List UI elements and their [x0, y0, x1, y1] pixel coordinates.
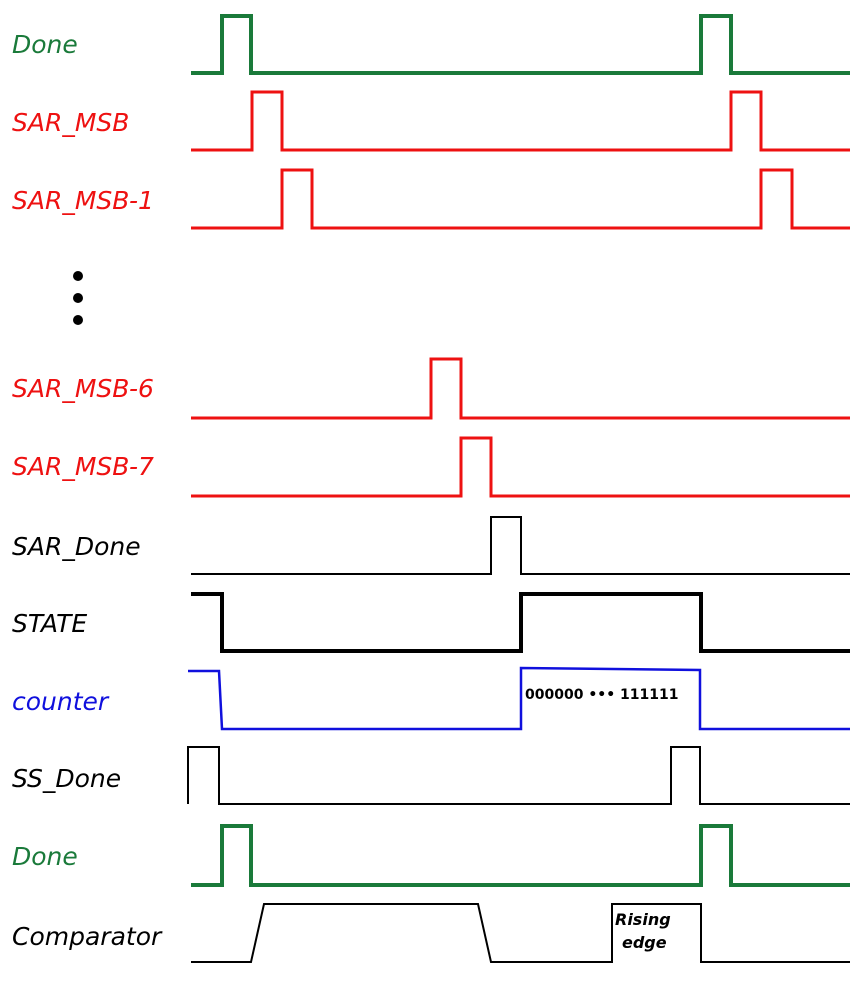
- rising-edge-annotation-line1: Rising: [615, 910, 671, 929]
- waveform-comparator: [191, 903, 850, 963]
- label-done-top: Done: [12, 30, 78, 59]
- waveform-done-top: [191, 14, 850, 75]
- label-sar-msb: SAR_MSB: [12, 108, 129, 137]
- label-sar-msb-6: SAR_MSB-6: [12, 374, 154, 403]
- ellipsis-dot-3: [73, 315, 83, 325]
- ellipsis-dot-1: [73, 271, 83, 281]
- waveform-sar-msb-6: [191, 357, 850, 420]
- label-done-bottom: Done: [12, 842, 78, 871]
- label-state: STATE: [12, 609, 87, 638]
- waveform-done-bottom: [191, 824, 850, 887]
- label-comparator: Comparator: [12, 922, 163, 951]
- waveform-ss-done: [187, 746, 850, 805]
- counter-range-annotation: 000000 ••• 111111: [525, 687, 679, 703]
- waveform-sar-done: [191, 516, 850, 575]
- waveform-sar-msb: [191, 90, 850, 152]
- waveform-counter: [188, 666, 850, 731]
- label-sar-done: SAR_Done: [12, 532, 141, 561]
- label-counter: counter: [12, 687, 110, 716]
- label-sar-msb-7: SAR_MSB-7: [12, 452, 154, 481]
- label-ss-done: SS_Done: [12, 764, 121, 793]
- rising-edge-annotation-line2: edge: [622, 933, 667, 952]
- ellipsis-dot-2: [73, 293, 83, 303]
- waveform-state: [191, 592, 850, 653]
- waveform-sar-msb-1: [191, 168, 850, 230]
- label-sar-msb-1: SAR_MSB-1: [12, 186, 154, 215]
- waveform-sar-msb-7: [191, 436, 850, 498]
